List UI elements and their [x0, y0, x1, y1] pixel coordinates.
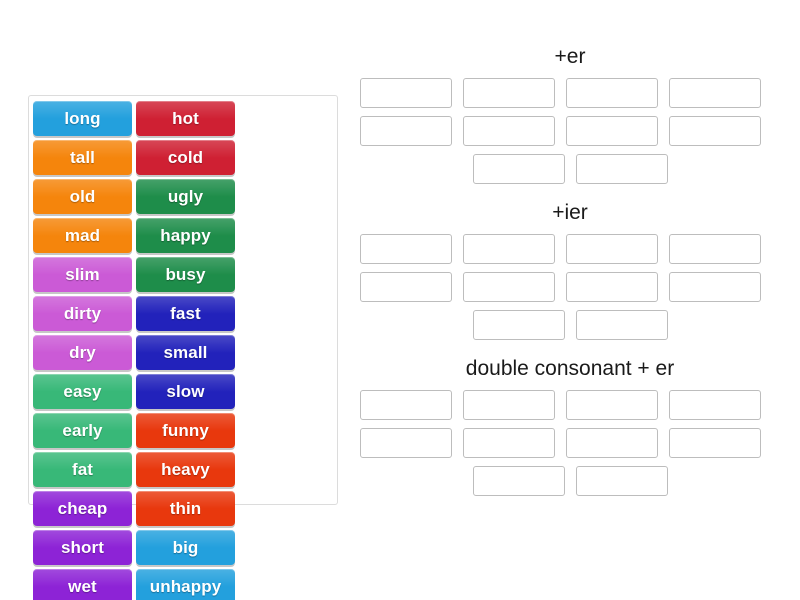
drop-slot-row — [360, 272, 780, 302]
category-groups: +er +ier double consonant + er — [360, 42, 780, 510]
drop-slot[interactable] — [566, 234, 658, 264]
word-tile[interactable]: happy — [136, 218, 235, 253]
drop-slot-row — [360, 234, 780, 264]
drop-slot-row — [360, 154, 780, 184]
word-tile[interactable]: easy — [33, 374, 132, 409]
drop-slot[interactable] — [669, 78, 761, 108]
drop-slot-row — [360, 116, 780, 146]
drop-slot[interactable] — [463, 390, 555, 420]
word-tile[interactable]: mad — [33, 218, 132, 253]
drop-slot[interactable] — [669, 390, 761, 420]
drop-slot-row — [360, 428, 780, 458]
category-group: +ier — [360, 198, 780, 340]
drop-slot[interactable] — [360, 78, 452, 108]
word-tile[interactable]: fast — [136, 296, 235, 331]
drop-slot-row — [360, 310, 780, 340]
word-tile[interactable]: tall — [33, 140, 132, 175]
drop-slot[interactable] — [472, 154, 565, 184]
word-tile[interactable]: long — [33, 101, 132, 136]
word-tile[interactable]: early — [33, 413, 132, 448]
group-title: +ier — [552, 201, 588, 224]
category-group: +er — [360, 42, 780, 184]
word-tile[interactable]: small — [136, 335, 235, 370]
drop-slot[interactable] — [669, 234, 761, 264]
drop-slot[interactable] — [472, 310, 565, 340]
word-tile[interactable]: cold — [136, 140, 235, 175]
word-tile[interactable]: unhappy — [136, 569, 235, 600]
drop-slot[interactable] — [575, 310, 668, 340]
word-tile[interactable]: funny — [136, 413, 235, 448]
group-title: +er — [554, 45, 586, 68]
word-tile[interactable]: slow — [136, 374, 235, 409]
drop-slot[interactable] — [566, 428, 658, 458]
drop-slot-row — [360, 78, 780, 108]
word-tile[interactable]: thin — [136, 491, 235, 526]
drop-slot[interactable] — [360, 272, 452, 302]
drop-slot[interactable] — [566, 390, 658, 420]
drop-slot[interactable] — [566, 78, 658, 108]
word-tile[interactable]: old — [33, 179, 132, 214]
word-tile[interactable]: ugly — [136, 179, 235, 214]
drop-slot-row — [360, 466, 780, 496]
drop-slot[interactable] — [463, 272, 555, 302]
drop-slot[interactable] — [360, 116, 452, 146]
word-tile[interactable]: busy — [136, 257, 235, 292]
word-tile[interactable]: slim — [33, 257, 132, 292]
drop-slot[interactable] — [463, 428, 555, 458]
drop-slot[interactable] — [463, 116, 555, 146]
drop-slot[interactable] — [360, 428, 452, 458]
drop-slot[interactable] — [575, 466, 668, 496]
word-tile[interactable]: dry — [33, 335, 132, 370]
drop-slot[interactable] — [463, 78, 555, 108]
word-tile[interactable]: short — [33, 530, 132, 565]
word-tile[interactable]: fat — [33, 452, 132, 487]
word-tile[interactable]: heavy — [136, 452, 235, 487]
drop-slot[interactable] — [575, 154, 668, 184]
word-tile[interactable]: cheap — [33, 491, 132, 526]
drop-slot-row — [360, 390, 780, 420]
drop-slot[interactable] — [669, 272, 761, 302]
drop-slot[interactable] — [566, 116, 658, 146]
word-tile[interactable]: hot — [136, 101, 235, 136]
category-group: double consonant + er — [360, 354, 780, 496]
drop-slot[interactable] — [669, 116, 761, 146]
word-tile[interactable]: big — [136, 530, 235, 565]
word-tile[interactable]: dirty — [33, 296, 132, 331]
drop-slot[interactable] — [463, 234, 555, 264]
drop-slot[interactable] — [360, 234, 452, 264]
drop-slot[interactable] — [472, 466, 565, 496]
group-title: double consonant + er — [465, 357, 675, 380]
word-tile[interactable]: wet — [33, 569, 132, 600]
drop-slot[interactable] — [669, 428, 761, 458]
drop-slot[interactable] — [566, 272, 658, 302]
drop-slot[interactable] — [360, 390, 452, 420]
